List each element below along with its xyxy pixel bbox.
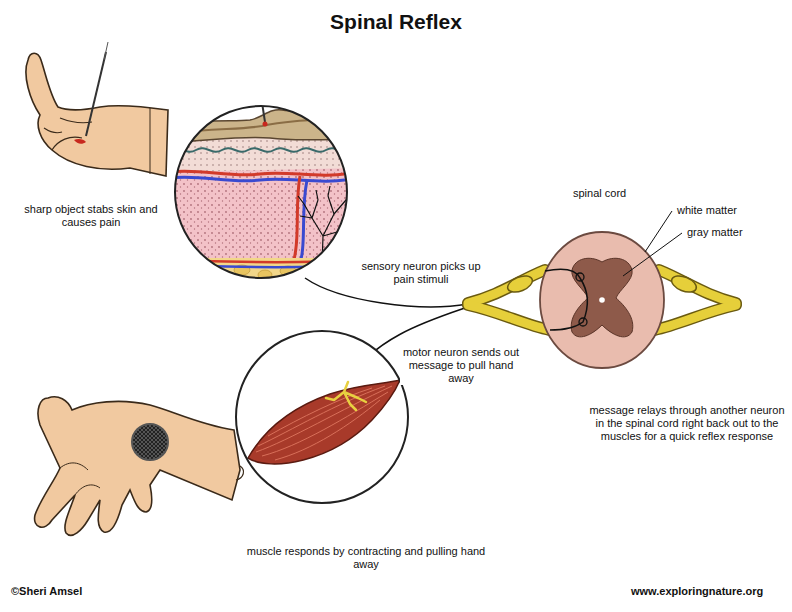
hand-top-part xyxy=(104,42,108,60)
spinal-cord-part xyxy=(599,297,605,303)
skin-closeup-part-part xyxy=(298,186,358,266)
muscle-closeup-part-part xyxy=(256,386,392,460)
sensory-caption: sensory neuron picks up pain stimuli xyxy=(355,260,487,286)
spinal-cord-part xyxy=(576,273,584,281)
skin-closeup-part-part xyxy=(170,258,360,288)
muscle-closeup xyxy=(236,331,408,503)
muscle-closeup-part-part-part xyxy=(268,388,372,436)
hand-top xyxy=(26,42,168,176)
muscle-closeup-part-part-part xyxy=(262,392,388,456)
muscle-closeup-part xyxy=(236,331,408,503)
muscle-caption: muscle responds by contracting and pulli… xyxy=(240,545,492,571)
skin-closeup-part-part xyxy=(170,148,356,151)
spinal-cord-part-part xyxy=(659,270,736,303)
hand-top-part xyxy=(150,108,151,174)
skin-closeup-part-part xyxy=(170,260,356,262)
skin-closeup-part-part xyxy=(170,265,356,267)
pain-caption: sharp object stabs skin and causes pain xyxy=(10,203,172,229)
skin-closeup-part-part-part xyxy=(305,270,319,280)
part-label: white matter xyxy=(676,204,738,217)
skin-closeup-part-part xyxy=(170,118,356,134)
hand-top-part xyxy=(44,118,92,150)
spinal-cord-part-part xyxy=(659,270,736,303)
hand-bottom xyxy=(35,397,244,536)
muscle-closeup-part-part-part xyxy=(256,386,392,452)
spinal-cord-part xyxy=(645,211,672,252)
muscle-closeup-part xyxy=(248,380,400,464)
structure-label: spinal cord xyxy=(572,187,627,200)
spinal-cord-part xyxy=(545,269,587,330)
spinal-cord-part xyxy=(579,318,587,326)
skin-closeup-part-part xyxy=(170,177,356,181)
website-note: www.exploringnature.org xyxy=(630,585,764,598)
skin-closeup-part-part-part xyxy=(192,265,208,275)
hand-bottom-part xyxy=(35,397,240,536)
spinal-cord-part xyxy=(571,258,633,337)
skin-closeup-part-part xyxy=(170,160,360,280)
spinal-cord-part xyxy=(623,233,682,276)
skin-closeup xyxy=(170,96,360,288)
spinal-cord-part-part xyxy=(654,305,736,330)
skin-closeup-part xyxy=(175,106,347,278)
muscle-closeup-part xyxy=(236,331,408,503)
skin-closeup-part-part xyxy=(170,136,356,172)
spinal-cord-part xyxy=(540,232,664,368)
part-label: gray matter xyxy=(686,226,744,239)
skin-closeup-part-part xyxy=(261,96,265,122)
hand-top-part xyxy=(86,52,106,136)
diagram-title: Spinal Reflex xyxy=(330,10,462,34)
spinal-cord-part xyxy=(505,273,534,296)
spinal-cord-part-part xyxy=(654,305,736,330)
copyright-note: ©Sheri Amsel xyxy=(10,585,83,598)
muscle-closeup-part-part xyxy=(248,380,400,464)
spinal-cord-part-part xyxy=(468,305,550,330)
skin-closeup-part xyxy=(170,96,360,288)
hand-top-part xyxy=(26,53,168,176)
spinal-cord-part xyxy=(669,273,698,296)
skin-closeup-part-part xyxy=(170,171,356,175)
hand-bottom-part xyxy=(236,466,243,480)
spinal-cord-part-part xyxy=(468,305,550,330)
hand-bottom-part xyxy=(60,463,100,495)
hand-bottom-part xyxy=(132,424,168,460)
relay-caption: message relays through another neuron in… xyxy=(588,404,786,443)
motor-caption: motor neuron sends out message to pull h… xyxy=(400,346,522,385)
skin-closeup-part-part xyxy=(263,122,268,127)
muscle-closeup-part-part-part xyxy=(275,400,380,460)
hand-top-part xyxy=(74,139,86,144)
muscle-closeup-part-part xyxy=(326,382,366,410)
muscle-closeup-part-part-part xyxy=(258,386,385,446)
